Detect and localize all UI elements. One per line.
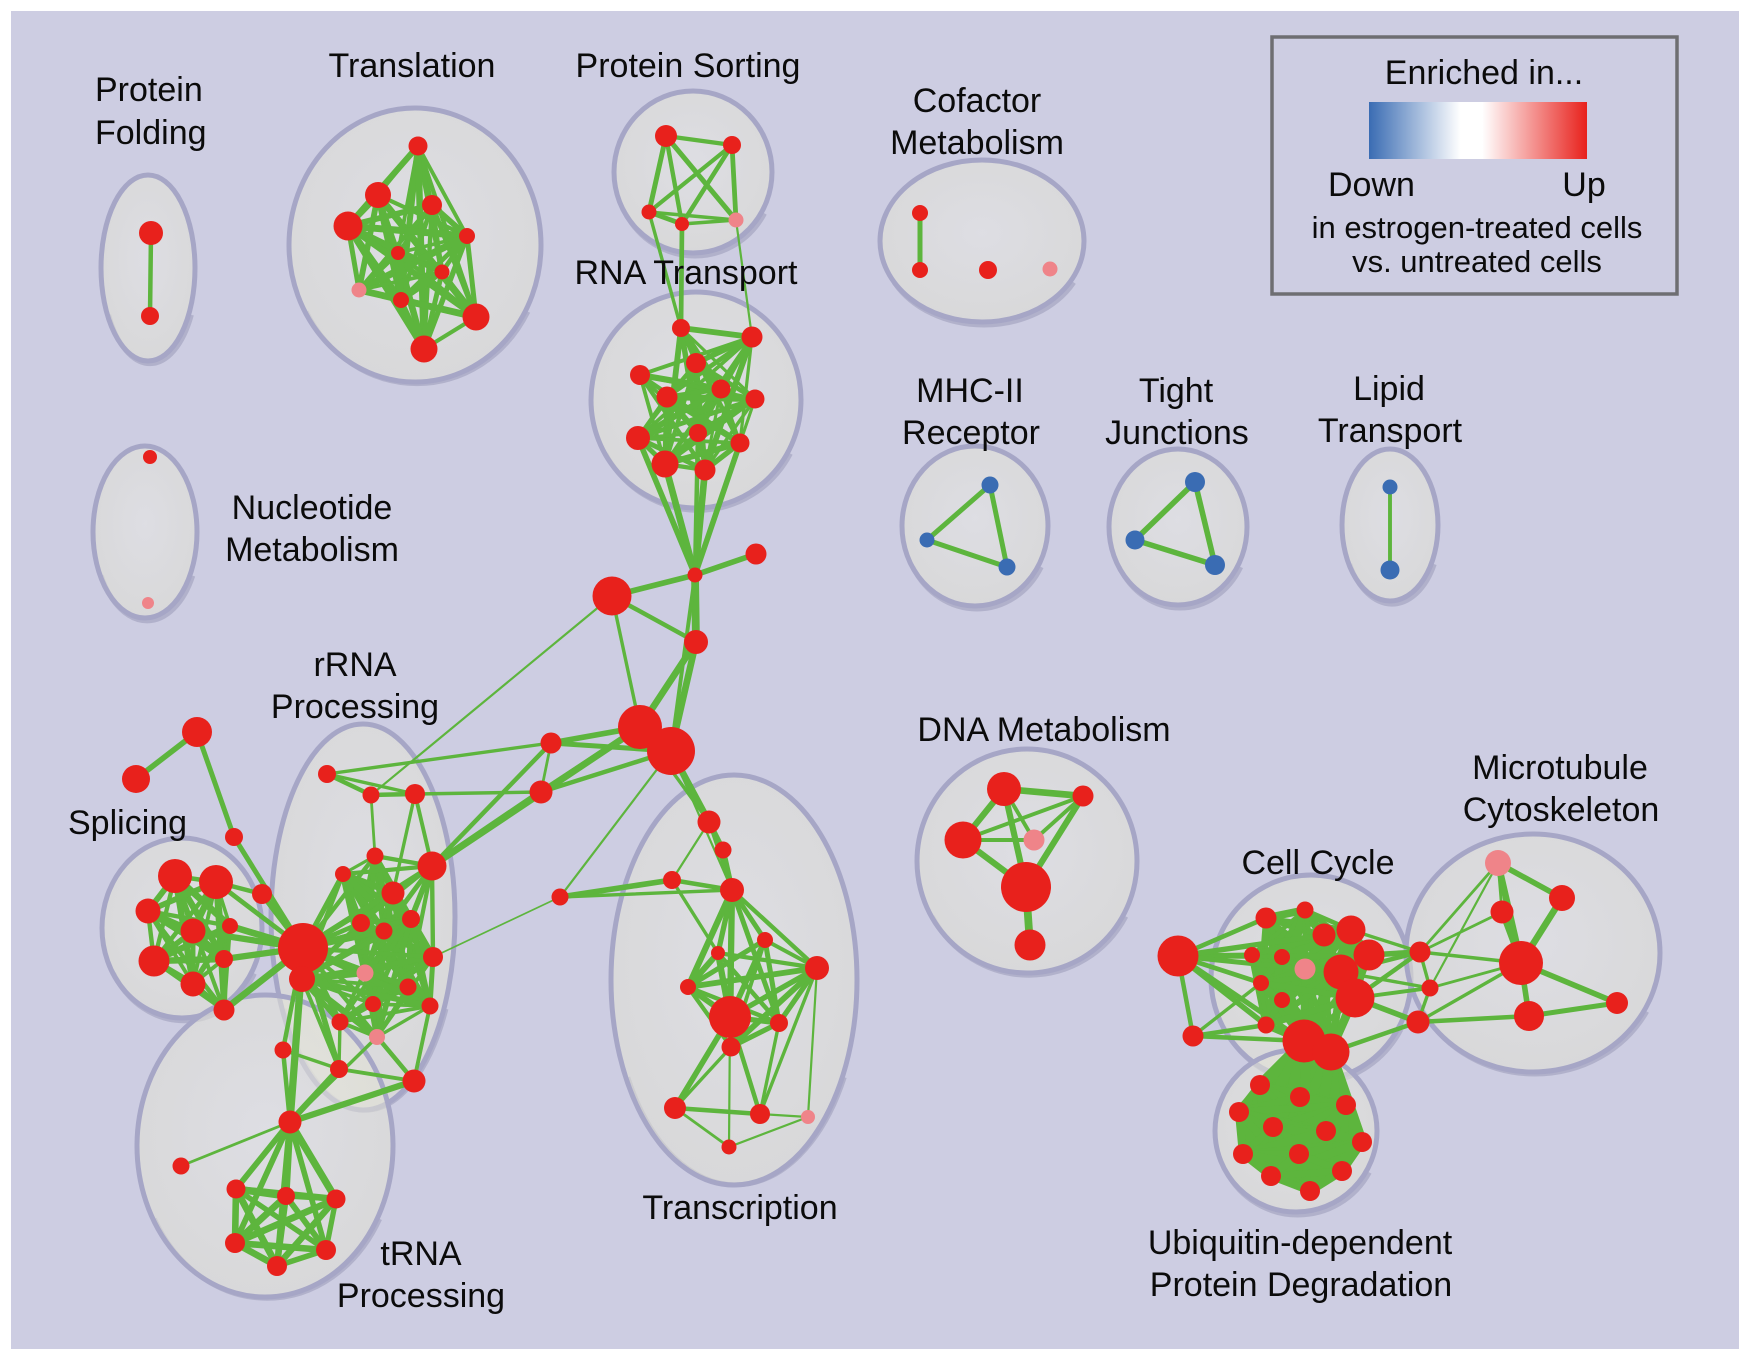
svg-text:Down: Down bbox=[1328, 166, 1415, 204]
svg-text:Protein Degradation: Protein Degradation bbox=[1150, 1266, 1452, 1304]
svg-text:Up: Up bbox=[1562, 166, 1605, 204]
svg-text:Folding: Folding bbox=[95, 114, 207, 152]
svg-text:tRNA: tRNA bbox=[380, 1235, 462, 1273]
svg-text:in estrogen-treated cells: in estrogen-treated cells bbox=[1312, 210, 1643, 245]
svg-text:Cofactor: Cofactor bbox=[913, 82, 1042, 120]
svg-text:Protein Sorting: Protein Sorting bbox=[576, 47, 801, 85]
svg-text:vs. untreated cells: vs. untreated cells bbox=[1352, 244, 1602, 279]
svg-text:Metabolism: Metabolism bbox=[890, 124, 1064, 162]
svg-text:Cell Cycle: Cell Cycle bbox=[1241, 844, 1394, 882]
svg-text:Processing: Processing bbox=[337, 1277, 505, 1315]
svg-text:RNA Transport: RNA Transport bbox=[575, 254, 799, 292]
svg-text:Nucleotide: Nucleotide bbox=[232, 489, 393, 527]
svg-text:rRNA: rRNA bbox=[313, 646, 396, 684]
svg-text:Protein: Protein bbox=[95, 71, 203, 109]
svg-text:Tight: Tight bbox=[1139, 372, 1214, 410]
svg-text:Junctions: Junctions bbox=[1105, 414, 1249, 452]
svg-text:Ubiquitin-dependent: Ubiquitin-dependent bbox=[1148, 1224, 1453, 1262]
svg-text:Receptor: Receptor bbox=[902, 414, 1040, 452]
svg-text:Microtubule: Microtubule bbox=[1472, 749, 1648, 787]
svg-text:Cytoskeleton: Cytoskeleton bbox=[1463, 791, 1660, 829]
svg-text:Enriched in...: Enriched in... bbox=[1385, 54, 1583, 92]
svg-text:Metabolism: Metabolism bbox=[225, 531, 399, 569]
svg-text:Transport: Transport bbox=[1318, 412, 1463, 450]
svg-text:Splicing: Splicing bbox=[68, 804, 187, 842]
svg-text:Translation: Translation bbox=[329, 47, 496, 85]
svg-text:Lipid: Lipid bbox=[1353, 370, 1425, 408]
svg-text:DNA Metabolism: DNA Metabolism bbox=[917, 711, 1170, 749]
svg-text:Processing: Processing bbox=[271, 688, 439, 726]
svg-text:Transcription: Transcription bbox=[642, 1189, 837, 1227]
svg-text:MHC-II: MHC-II bbox=[916, 372, 1024, 410]
